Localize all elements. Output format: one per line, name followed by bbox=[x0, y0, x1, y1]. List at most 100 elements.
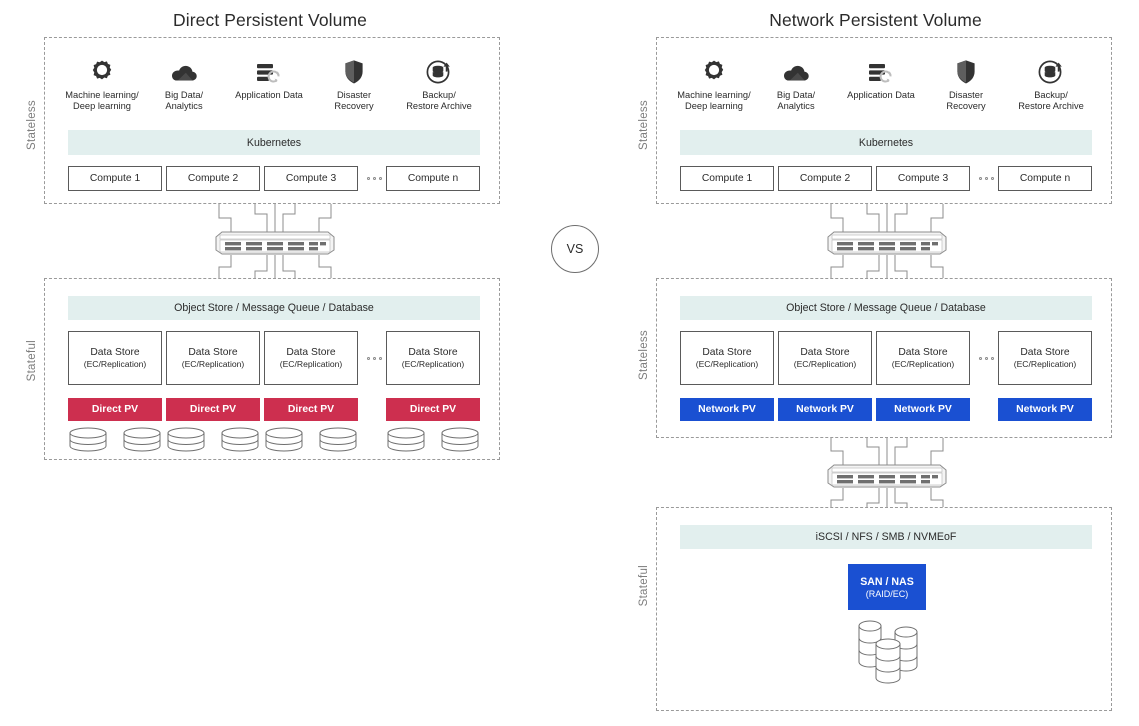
data-store-row-ellipsis bbox=[974, 331, 998, 385]
data-store-box: Data Store(EC/Replication) bbox=[386, 331, 480, 385]
disk-cylinder-icon bbox=[68, 427, 108, 453]
workload-app-item: Backup/ Restore Archive bbox=[396, 55, 482, 112]
data-store-subtitle: (EC/Replication) bbox=[695, 359, 759, 369]
compute-node-label: Compute 3 bbox=[285, 173, 337, 184]
compute-node-label: Compute n bbox=[1019, 173, 1071, 184]
san-nas-box: SAN / NAS (RAID/EC) bbox=[848, 564, 926, 610]
data-store-subtitle: (EC/Replication) bbox=[401, 359, 465, 369]
workload-app-label: Disaster Recovery bbox=[946, 90, 986, 112]
data-store-box: Data Store(EC/Replication) bbox=[998, 331, 1092, 385]
compute-node-box: Compute 2 bbox=[166, 166, 260, 191]
compute-node-box: Compute 1 bbox=[68, 166, 162, 191]
data-store-box: Data Store(EC/Replication) bbox=[876, 331, 970, 385]
data-store-subtitle: (EC/Replication) bbox=[793, 359, 857, 369]
workload-app-label: Backup/ Restore Archive bbox=[406, 90, 472, 112]
application-data-icon bbox=[867, 55, 895, 85]
right-kubernetes-bar: Kubernetes bbox=[680, 130, 1092, 155]
pv-bar-label: Network PV bbox=[1016, 404, 1074, 415]
workload-app-item: Disaster Recovery bbox=[323, 55, 385, 112]
workload-app-label: Disaster Recovery bbox=[334, 90, 374, 112]
data-store-row-ellipsis bbox=[362, 331, 386, 385]
workload-app-label: Machine learning/ Deep learning bbox=[65, 90, 139, 112]
workload-app-item: Machine learning/ Deep learning bbox=[62, 55, 142, 112]
workload-app-item: Machine learning/ Deep learning bbox=[674, 55, 754, 112]
disk-cylinder-icon bbox=[264, 427, 304, 453]
right-object-store-bar: Object Store / Message Queue / Database bbox=[680, 296, 1092, 320]
disk-cylinder-icon bbox=[440, 427, 480, 453]
compute-node-box: Compute 1 bbox=[680, 166, 774, 191]
workload-app-item: Big Data/ Analytics bbox=[765, 55, 827, 112]
disk-cylinder-icon bbox=[318, 427, 358, 453]
workload-app-label: Big Data/ Analytics bbox=[164, 90, 204, 112]
compute-node-label: Compute 3 bbox=[897, 173, 949, 184]
compute-node-box: Compute 2 bbox=[778, 166, 872, 191]
workload-app-label: Application Data bbox=[235, 90, 303, 100]
data-store-title: Data Store bbox=[408, 347, 458, 358]
compute-node-label: Compute 1 bbox=[89, 173, 141, 184]
data-store-title: Data Store bbox=[90, 347, 140, 358]
compute-row-ellipsis bbox=[974, 166, 998, 191]
san-nas-subtitle: (RAID/EC) bbox=[865, 588, 909, 599]
direct-pv-disk-group bbox=[166, 427, 260, 453]
san-nas-disk-stack-icon bbox=[855, 616, 925, 688]
right-upper-connector-1 bbox=[807, 204, 967, 234]
direct-pv-bar: Direct PV bbox=[386, 398, 480, 421]
direct-pv-bar: Direct PV bbox=[166, 398, 260, 421]
right-panel-title: Network Persistent Volume bbox=[769, 10, 982, 30]
network-pv-bar: Network PV bbox=[680, 398, 774, 421]
pv-bar-label: Network PV bbox=[698, 404, 756, 415]
right-network-switch-icon-1 bbox=[824, 231, 950, 255]
left-network-switch-icon bbox=[212, 231, 338, 255]
workload-app-item: Application Data bbox=[838, 55, 924, 112]
disk-cylinder-icon bbox=[220, 427, 260, 453]
compute-node-label: Compute 2 bbox=[187, 173, 239, 184]
right-lower-connector-1 bbox=[807, 255, 967, 281]
right-stateless-zone-middle-label: Stateless bbox=[638, 330, 650, 381]
left-stateful-zone-label: Stateful bbox=[26, 340, 38, 382]
pv-bar-label: Direct PV bbox=[409, 404, 457, 415]
left-upper-connector bbox=[195, 204, 355, 234]
compute-node-box: Compute n bbox=[386, 166, 480, 191]
vs-badge: VS bbox=[551, 225, 599, 273]
direct-pv-bar: Direct PV bbox=[68, 398, 162, 421]
direct-pv-disk-group bbox=[264, 427, 358, 453]
workload-app-item: Disaster Recovery bbox=[935, 55, 997, 112]
compute-node-box: Compute 3 bbox=[876, 166, 970, 191]
data-store-box: Data Store(EC/Replication) bbox=[166, 331, 260, 385]
workload-app-label: Machine learning/ Deep learning bbox=[677, 90, 751, 112]
right-workload-app-row: Machine learning/ Deep learning Big Data/… bbox=[674, 55, 1094, 112]
data-store-box: Data Store(EC/Replication) bbox=[68, 331, 162, 385]
data-store-subtitle: (EC/Replication) bbox=[83, 359, 147, 369]
machine-learning-icon bbox=[701, 55, 727, 85]
pv-bar-label: Direct PV bbox=[189, 404, 237, 415]
pv-bar-label: Direct PV bbox=[287, 404, 335, 415]
right-stateless-zone-top-label: Stateless bbox=[638, 100, 650, 151]
disk-cylinder-icon bbox=[122, 427, 162, 453]
application-data-icon bbox=[255, 55, 283, 85]
data-store-title: Data Store bbox=[702, 347, 752, 358]
data-store-box: Data Store(EC/Replication) bbox=[778, 331, 872, 385]
pv-bar-label: Network PV bbox=[796, 404, 854, 415]
data-store-subtitle: (EC/Replication) bbox=[891, 359, 955, 369]
compute-node-box: Compute 3 bbox=[264, 166, 358, 191]
data-store-subtitle: (EC/Replication) bbox=[279, 359, 343, 369]
right-network-switch-icon-2 bbox=[824, 464, 950, 488]
disaster-recovery-shield-icon bbox=[955, 55, 977, 85]
pv-bar-label: Network PV bbox=[894, 404, 952, 415]
backup-restore-icon bbox=[425, 55, 453, 85]
direct-pv-disk-group bbox=[386, 427, 480, 453]
right-storage-protocols-bar: iSCSI / NFS / SMB / NVMEoF bbox=[680, 525, 1092, 549]
data-store-box: Data Store(EC/Replication) bbox=[264, 331, 358, 385]
network-pv-bar: Network PV bbox=[998, 398, 1092, 421]
data-store-subtitle: (EC/Replication) bbox=[181, 359, 245, 369]
left-object-store-bar: Object Store / Message Queue / Database bbox=[68, 296, 480, 320]
data-store-title: Data Store bbox=[800, 347, 850, 358]
data-store-title: Data Store bbox=[898, 347, 948, 358]
pv-bar-label: Direct PV bbox=[91, 404, 139, 415]
direct-pv-bar: Direct PV bbox=[264, 398, 358, 421]
data-store-title: Data Store bbox=[1020, 347, 1070, 358]
left-kubernetes-bar: Kubernetes bbox=[68, 130, 480, 155]
backup-restore-icon bbox=[1037, 55, 1065, 85]
workload-app-item: Big Data/ Analytics bbox=[153, 55, 215, 112]
compute-row-ellipsis bbox=[362, 166, 386, 191]
